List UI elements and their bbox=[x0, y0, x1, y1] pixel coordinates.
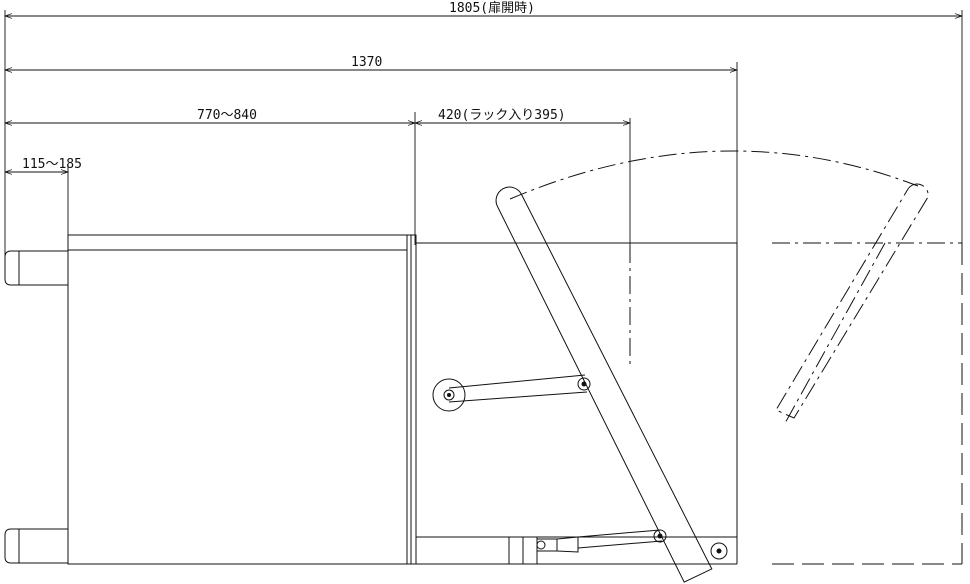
dim-overall-door-open: 1805(扉開時) bbox=[3, 0, 964, 260]
open-door-footprint bbox=[772, 242, 963, 565]
door-arm-upper bbox=[432, 374, 591, 412]
dim-label-overall-door-open: 1805(扉開時) bbox=[449, 0, 535, 16]
handle-bottom bbox=[4, 528, 68, 564]
dim-label-door-depth: 420(ラック入り395) bbox=[438, 108, 566, 123]
dim-label-body-depth: 770～840 bbox=[197, 108, 257, 123]
door-arm-lower bbox=[508, 529, 728, 565]
rack-compartment bbox=[416, 242, 738, 565]
dim-body-depth: 770～840 bbox=[3, 108, 417, 245]
dim-door-depth: 420(ラック入り395) bbox=[413, 108, 632, 245]
door-panel bbox=[495, 186, 713, 583]
dim-handle-depth: 115～185 bbox=[3, 157, 82, 235]
cabinet-body bbox=[67, 234, 417, 565]
dim-label-overall: 1370 bbox=[351, 55, 382, 70]
handle-top bbox=[4, 250, 68, 286]
door-swing-arc bbox=[509, 150, 919, 200]
dim-overall: 1370 bbox=[3, 55, 739, 245]
dim-label-handle-depth: 115～185 bbox=[22, 157, 82, 172]
door-open-position bbox=[775, 183, 929, 426]
